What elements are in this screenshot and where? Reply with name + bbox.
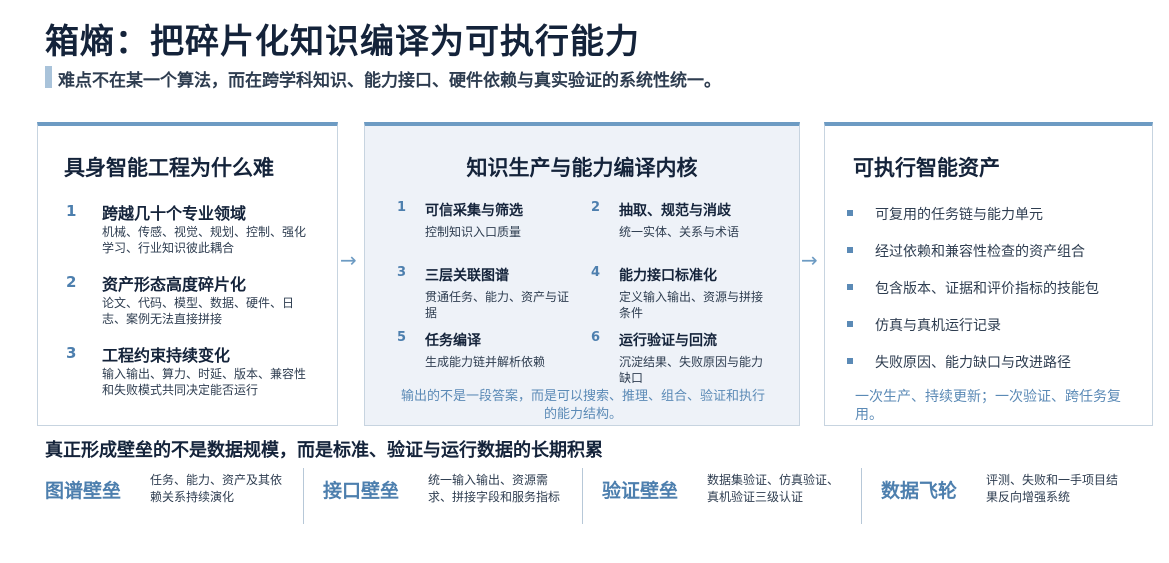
panel-footer: 输出的不是一段答案，而是可以搜索、推理、组合、验证和执行的能力结构。 [400, 389, 765, 422]
bullet-square-icon [847, 321, 853, 327]
item-desc: 机械、传感、视觉、规划、控制、强化学习、行业知识彼此耦合 [102, 225, 307, 255]
bullet-text: 失败原因、能力缺口与改进路径 [875, 355, 1071, 371]
moat-desc: 数据集验证、仿真验证、真机验证三级认证 [707, 473, 840, 504]
moat-desc: 任务、能力、资产及其依赖关系持续演化 [150, 473, 283, 504]
bullet-text: 可复用的任务链与能力单元 [875, 207, 1043, 223]
bullet-item: 失败原因、能力缺口与改进路径 [847, 352, 1071, 372]
moat-item: 图谱壁垒 任务、能力、资产及其依赖关系持续演化 [45, 472, 315, 522]
panel-executable-assets: 可执行智能资产 可复用的任务链与能力单元 经过依赖和兼容性检查的资产组合 包含版… [824, 122, 1153, 426]
item-desc: 定义输入输出、资源与拼接条件 [619, 290, 764, 320]
moat-name: 数据飞轮 [881, 480, 958, 502]
item-desc: 贯通任务、能力、资产与证据 [425, 290, 570, 320]
bullet-item: 可复用的任务链与能力单元 [847, 204, 1043, 224]
moat-item: 验证壁垒 数据集验证、仿真验证、真机验证三级认证 [602, 472, 872, 522]
moat-item: 数据飞轮 评测、失败和一手项目结果反向增强系统 [881, 472, 1151, 522]
panel-title: 可执行智能资产 [853, 156, 1000, 180]
item-title: 资产形态高度碎片化 [102, 275, 247, 294]
moat-name: 接口壁垒 [323, 480, 400, 502]
bullet-item: 包含版本、证据和评价指标的技能包 [847, 278, 1099, 298]
item-desc: 论文、代码、模型、数据、硬件、日志、案例无法直接拼接 [102, 296, 295, 326]
bullet-text: 经过依赖和兼容性检查的资产组合 [875, 244, 1085, 260]
panel-knowledge-kernel: 知识生产与能力编译内核 1 可信采集与筛选 控制知识入口质量 2 抽取、规范与消… [364, 122, 800, 426]
panel-title: 具身智能工程为什么难 [64, 156, 274, 180]
moat-name: 图谱壁垒 [45, 480, 122, 502]
moat-desc: 统一输入输出、资源需求、拼接字段和服务指标 [428, 473, 561, 504]
moat-item: 接口壁垒 统一输入输出、资源需求、拼接字段和服务指标 [323, 472, 593, 522]
divider [861, 468, 862, 524]
item-title: 抽取、规范与消歧 [619, 203, 731, 219]
item-desc: 控制知识入口质量 [425, 225, 522, 239]
item-number: 1 [397, 200, 407, 215]
bullet-text: 仿真与真机运行记录 [875, 318, 1001, 334]
item-number: 6 [591, 330, 601, 345]
arrow-right-icon: → [801, 248, 818, 272]
item-number: 2 [66, 273, 77, 291]
item-title: 跨越几十个专业领域 [102, 204, 247, 223]
panel-title: 知识生产与能力编译内核 [466, 156, 698, 180]
item-number: 5 [397, 330, 407, 345]
item-title: 任务编译 [425, 333, 481, 349]
bullet-square-icon [847, 358, 853, 364]
item-number: 3 [66, 344, 77, 362]
subtitle-accent-bar [45, 66, 52, 88]
item-desc: 输入输出、算力、时延、版本、兼容性和失败模式共同决定能否运行 [102, 367, 307, 397]
bullet-text: 包含版本、证据和评价指标的技能包 [875, 281, 1099, 297]
item-title: 能力接口标准化 [619, 268, 717, 284]
bullet-square-icon [847, 210, 853, 216]
bullet-item: 经过依赖和兼容性检查的资产组合 [847, 241, 1085, 261]
moat-desc: 评测、失败和一手项目结果反向增强系统 [986, 473, 1119, 504]
panel-footer: 一次生产、持续更新；一次验证、跨任务复用。 [855, 389, 1121, 423]
bullet-square-icon [847, 247, 853, 253]
item-desc: 生成能力链并解析依赖 [425, 355, 546, 369]
moat-name: 验证壁垒 [602, 480, 679, 502]
bullet-square-icon [847, 284, 853, 290]
divider [303, 468, 304, 524]
panel-why-hard: 具身智能工程为什么难 1 跨越几十个专业领域 机械、传感、视觉、规划、控制、强化… [37, 122, 338, 426]
item-title: 运行验证与回流 [619, 333, 717, 349]
page-subtitle: 难点不在某一个算法，而在跨学科知识、能力接口、硬件依赖与真实验证的系统性统一。 [58, 71, 721, 91]
item-desc: 统一实体、关系与术语 [619, 225, 740, 239]
page-title: 箱熵：把碎片化知识编译为可执行能力 [45, 22, 640, 62]
item-desc: 沉淀结果、失败原因与能力缺口 [619, 355, 764, 385]
item-number: 2 [591, 200, 601, 215]
item-number: 1 [66, 202, 77, 220]
divider [582, 468, 583, 524]
arrow-right-icon: → [340, 248, 357, 272]
item-number: 4 [591, 265, 601, 280]
item-title: 工程约束持续变化 [102, 346, 231, 365]
bullet-item: 仿真与真机运行记录 [847, 315, 1001, 335]
item-title: 可信采集与筛选 [425, 203, 523, 219]
item-title: 三层关联图谱 [425, 268, 509, 284]
item-number: 3 [397, 265, 407, 280]
moat-section-title: 真正形成壁垒的不是数据规模，而是标准、验证与运行数据的长期积累 [45, 440, 603, 461]
